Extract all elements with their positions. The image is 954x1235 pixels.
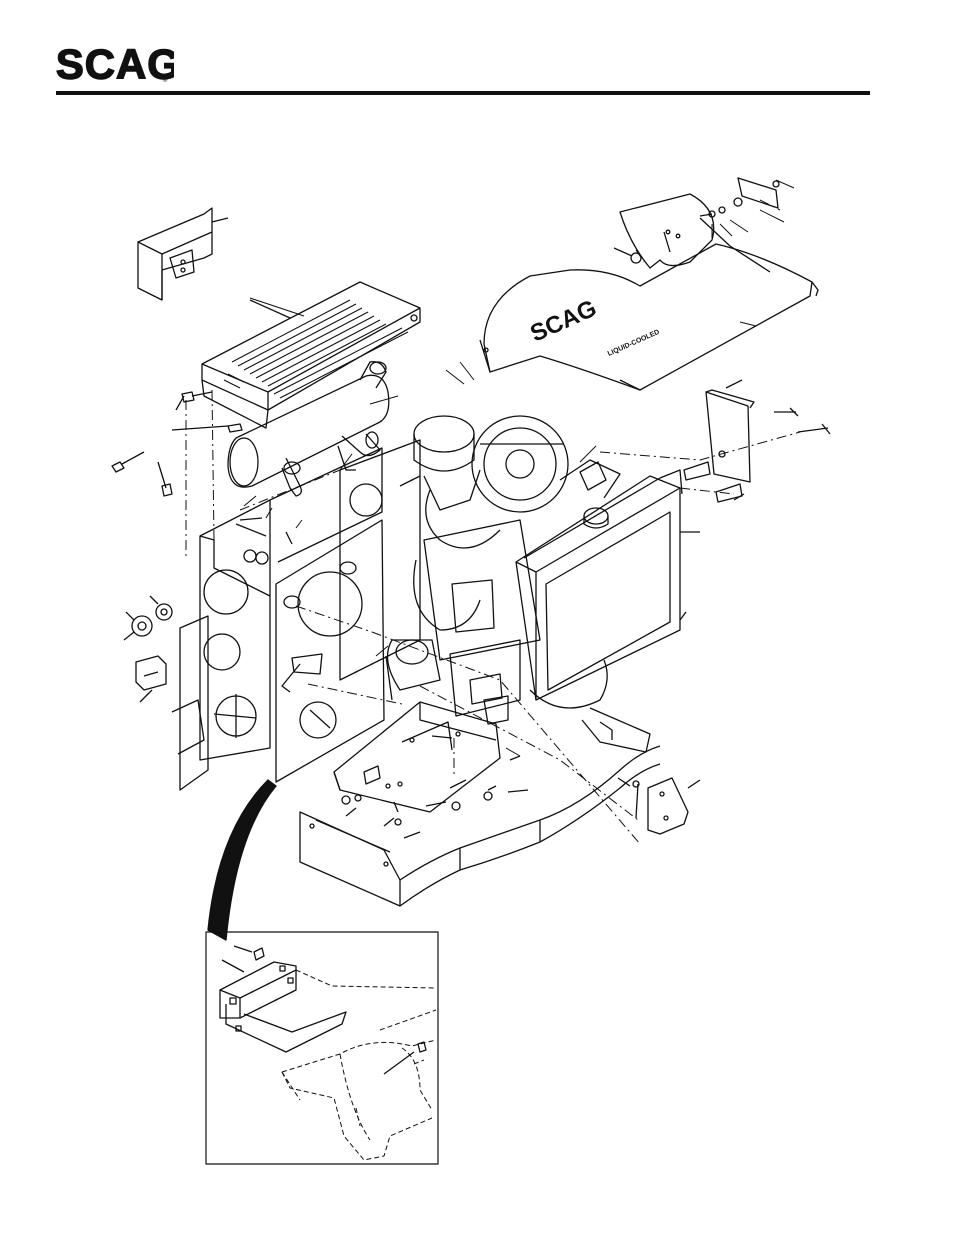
muffler xyxy=(228,362,389,496)
engine-mount-plate xyxy=(340,440,420,680)
detail-callout-pointer xyxy=(208,780,276,940)
fasteners-left xyxy=(112,392,242,496)
assembly-leader-lines xyxy=(186,200,800,844)
shroud-sublabel: LIQUID-COOLED xyxy=(607,329,661,358)
pulleys-left xyxy=(124,596,172,702)
shroud-bracket xyxy=(614,178,779,272)
heat-shield-bracket xyxy=(138,208,228,300)
muffler-guard xyxy=(202,282,420,428)
detail-inset xyxy=(206,932,438,1164)
frame-side-plate xyxy=(172,448,384,790)
callout-leaders xyxy=(244,180,794,756)
shroud-logo: SCAG xyxy=(526,295,600,348)
radiator xyxy=(516,460,700,700)
lower-right-bracket xyxy=(618,778,700,834)
right-side-plate xyxy=(684,380,830,502)
